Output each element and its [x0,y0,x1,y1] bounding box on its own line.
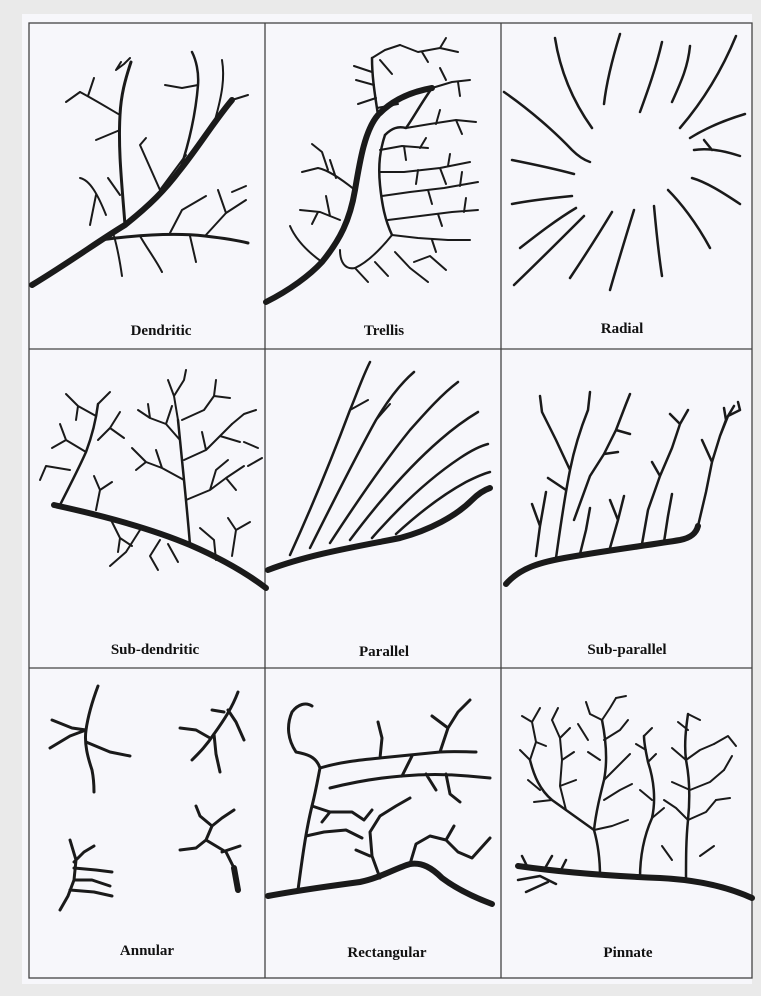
panel-label-trellis: Trellis [364,323,404,339]
panel-label-sub-parallel: Sub-parallel [587,642,666,658]
panel-label-sub-dendritic: Sub-dendritic [111,642,200,658]
panel-label-annular: Annular [120,943,175,959]
panel-label-dendritic: Dendritic [131,323,192,339]
panel-label-parallel: Parallel [359,644,409,660]
paper [22,14,752,984]
panel-label-radial: Radial [601,321,644,337]
panel-label-pinnate: Pinnate [603,945,653,961]
panel-label-rectangular: Rectangular [347,945,426,961]
